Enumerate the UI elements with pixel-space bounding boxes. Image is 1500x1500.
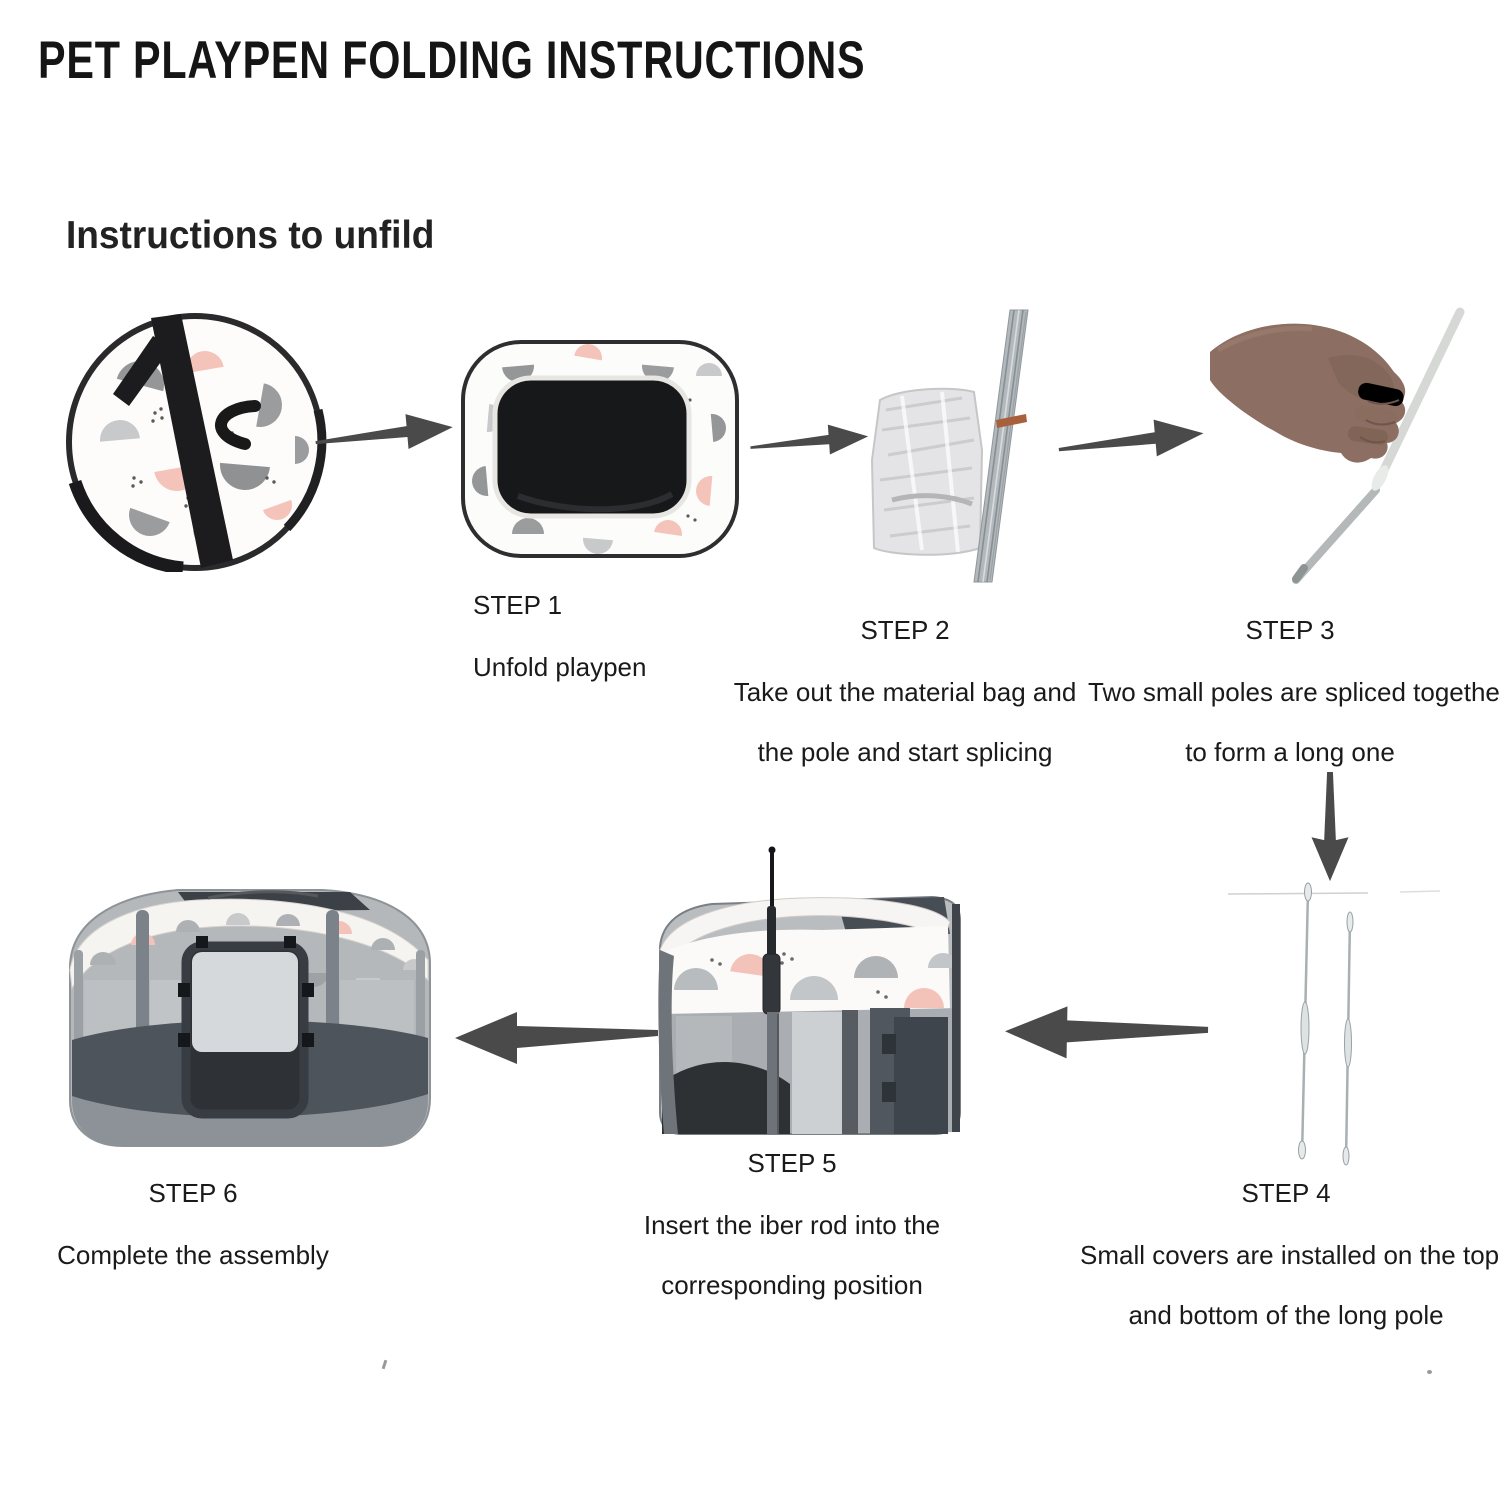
step6-line1: Complete the assembly bbox=[57, 1240, 329, 1270]
step1-label: STEP 1 bbox=[473, 590, 563, 620]
step2-line2: the pole and start splicing bbox=[757, 737, 1053, 767]
bottom-skirt bbox=[72, 1094, 428, 1146]
step3-line2: to form a long one bbox=[1185, 737, 1395, 767]
front-fabric-band bbox=[660, 926, 958, 1016]
step5-text: STEP 5 Insert the iber rod into the corr… bbox=[592, 1148, 992, 1330]
step4-label: STEP 4 bbox=[1241, 1178, 1331, 1208]
splice-joint bbox=[1371, 465, 1389, 491]
carry-straps bbox=[113, 314, 261, 568]
long-poles-with-covers-illustration bbox=[1228, 882, 1441, 1166]
door-panel bbox=[192, 952, 298, 1052]
section-subtitle: Instructions to unfild bbox=[66, 214, 435, 257]
step4-line2: and bottom of the long pole bbox=[1128, 1300, 1444, 1330]
step5-line1: Insert the iber rod into the bbox=[643, 1210, 941, 1240]
long-pole-left bbox=[1298, 882, 1312, 1160]
step5-line2: corresponding position bbox=[661, 1270, 923, 1300]
arrow-left-icon bbox=[455, 1012, 658, 1064]
carry-handle bbox=[215, 400, 261, 450]
tie-band bbox=[996, 414, 1027, 428]
arrow-right-icon bbox=[750, 424, 869, 455]
stray-mark bbox=[1427, 1370, 1432, 1374]
front-door bbox=[178, 936, 314, 1119]
step6-label: STEP 6 bbox=[148, 1178, 238, 1208]
unfolded-playpen-illustration bbox=[461, 340, 739, 558]
step5-label: STEP 5 bbox=[747, 1148, 837, 1178]
step3-line1: Two small poles are spliced together bbox=[1088, 677, 1500, 707]
arrow-right-icon bbox=[1058, 419, 1204, 457]
step6-text: STEP 6 Complete the assembly bbox=[15, 1178, 371, 1300]
small-cover-bottom bbox=[1298, 1140, 1306, 1160]
folded-playpen-illustration bbox=[66, 313, 327, 572]
step3-label: STEP 3 bbox=[1245, 615, 1335, 645]
pole-bundle bbox=[973, 309, 1029, 583]
arrow-left-icon bbox=[1005, 1006, 1209, 1059]
step2-text: STEP 2 Take out the material bag and the… bbox=[705, 615, 1105, 797]
step4-line1: Small covers are installed on the top bbox=[1080, 1240, 1500, 1270]
small-cover-top bbox=[1346, 911, 1354, 933]
material-bag bbox=[870, 387, 984, 556]
hand-splicing-poles-illustration bbox=[1210, 307, 1465, 584]
step2-line1: Take out the material bag and bbox=[733, 677, 1077, 707]
stray-mark bbox=[381, 1359, 388, 1370]
page-title: PET PLAYPEN FOLDING INSTRUCTIONS bbox=[38, 31, 866, 90]
fiber-rod bbox=[762, 846, 781, 1134]
hand bbox=[1210, 323, 1406, 463]
step2-label: STEP 2 bbox=[860, 615, 950, 645]
mesh-window bbox=[492, 375, 692, 519]
small-cover-top bbox=[1304, 882, 1312, 902]
step1-text: STEP 1 Unfold playpen bbox=[473, 590, 793, 712]
arrow-down-icon bbox=[1311, 772, 1349, 882]
material-bag-and-poles-illustration bbox=[870, 309, 1029, 583]
step4-text: STEP 4 Small covers are installed on the… bbox=[1080, 1178, 1500, 1360]
small-cover-bottom bbox=[1342, 1146, 1350, 1166]
upper-pole bbox=[1379, 307, 1465, 475]
assembled-playpen-illustration bbox=[69, 889, 431, 1147]
step3-text: STEP 3 Two small poles are spliced toget… bbox=[1088, 615, 1500, 797]
lower-walls bbox=[658, 904, 960, 1134]
long-pole-right bbox=[1342, 911, 1354, 1166]
lower-pole bbox=[1292, 486, 1380, 584]
arrow-right-icon bbox=[315, 414, 453, 450]
insert-rod-playpen-illustration bbox=[658, 846, 961, 1135]
step1-line1: Unfold playpen bbox=[473, 652, 647, 682]
